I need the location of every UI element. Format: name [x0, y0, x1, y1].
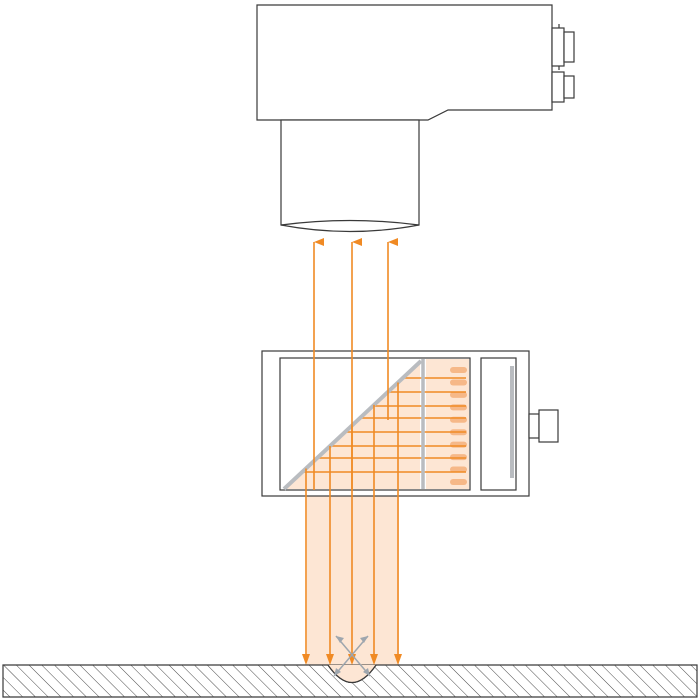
reflected-beams [313, 238, 398, 490]
led-emitter [450, 466, 467, 473]
connector-upper-icon [551, 24, 575, 70]
connector-lower-icon [551, 71, 575, 103]
led-emitter [450, 479, 467, 485]
led-emitter [450, 367, 467, 373]
downward-beam-arrowhead [326, 654, 334, 665]
camera-lens-glass [280, 219, 420, 233]
led-emitter [450, 441, 467, 448]
scatter-icon [333, 635, 371, 677]
downward-beam-arrowhead [302, 654, 310, 665]
led-emitter [450, 391, 467, 398]
downward-beam-arrowhead [394, 654, 402, 665]
led-emitter [450, 454, 467, 461]
led-emitter [450, 379, 467, 386]
downward-beams [302, 382, 402, 665]
camera-icon [256, 4, 575, 233]
camera-lens-barrel [280, 119, 420, 226]
led-array [450, 367, 467, 485]
side-connector-icon [528, 409, 559, 443]
led-emitter [450, 404, 467, 411]
camera-body [256, 4, 553, 121]
reflective-surface [2, 664, 698, 698]
downward-beam-arrowhead [370, 654, 378, 665]
beam-down-fill [307, 470, 399, 665]
coaxial-light-icon [261, 350, 559, 683]
